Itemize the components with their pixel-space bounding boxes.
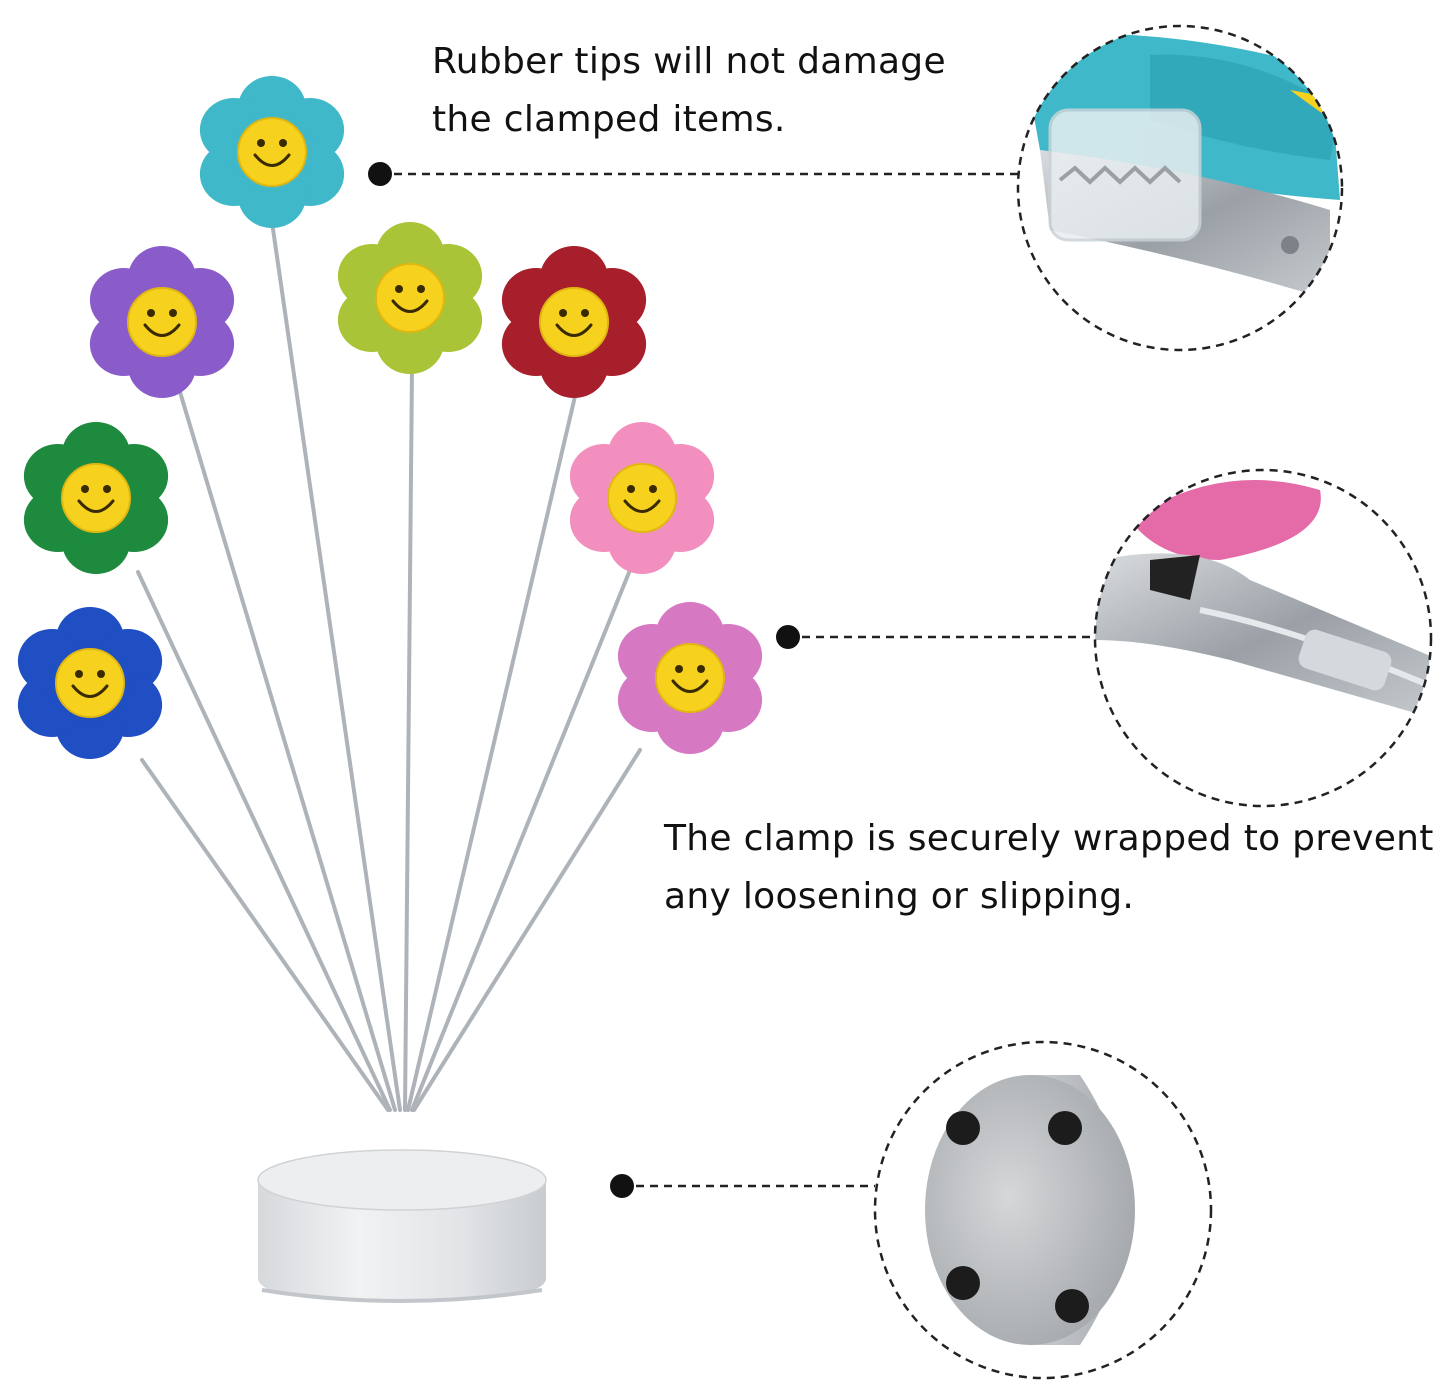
- smile: [555, 323, 593, 337]
- smile: [253, 153, 291, 167]
- smiley-face-icon: [607, 463, 677, 533]
- caption-clamp-wrapped-line1: The clamp is securely wrapped to prevent: [664, 818, 1434, 859]
- rubber-foot-2: [1048, 1111, 1082, 1145]
- eye: [675, 665, 683, 673]
- caption-rubber-tips: Rubber tips will not damage the clamped …: [432, 33, 946, 149]
- flower-blue: [17, 607, 163, 759]
- eye: [649, 485, 657, 493]
- smile: [143, 323, 181, 337]
- smiley-face-icon: [55, 648, 125, 718]
- caption-clamp-wrapped-line2: any loosening or slipping.: [664, 876, 1135, 917]
- smiley-face-icon: [375, 263, 445, 333]
- flower-magenta: [617, 602, 763, 754]
- stem-magenta: [412, 748, 642, 1112]
- flower-teal: [199, 76, 345, 228]
- detail-rubber-tips: [1016, 24, 1344, 352]
- flower-lime: [337, 222, 483, 374]
- eye: [417, 285, 425, 293]
- callout-dots: [368, 162, 800, 1198]
- rubber-foot-4: [1055, 1289, 1089, 1323]
- smile: [77, 499, 115, 513]
- caption-rubber-tips-line2: the clamped items.: [432, 99, 786, 140]
- flower-clips: [17, 76, 763, 759]
- stem-red: [406, 390, 578, 1112]
- flower-green: [23, 422, 169, 574]
- smile: [71, 684, 109, 698]
- callout-dot-1: [368, 162, 392, 186]
- eye: [75, 670, 83, 678]
- detail-wrapped-clamp: [1093, 468, 1433, 808]
- stem-lime: [403, 366, 414, 1112]
- stand-base: [257, 1149, 547, 1303]
- callout-leaders: [380, 172, 1095, 1188]
- callout-dot-2: [776, 625, 800, 649]
- callout-dot-3: [610, 1174, 634, 1198]
- stem-purple: [178, 390, 397, 1112]
- smiley-face-icon: [655, 643, 725, 713]
- stem-teal: [270, 220, 402, 1112]
- eye: [627, 485, 635, 493]
- smile: [671, 679, 709, 693]
- eye: [581, 309, 589, 317]
- caption-rubber-tips-line1: Rubber tips will not damage: [432, 41, 946, 82]
- eye: [257, 139, 265, 147]
- eye: [103, 485, 111, 493]
- rubber-foot-1: [946, 1111, 980, 1145]
- flower-purple: [89, 246, 235, 398]
- eye: [81, 485, 89, 493]
- smiley-face-icon: [237, 117, 307, 187]
- stem-pink: [410, 568, 632, 1112]
- smiley-face-icon: [127, 287, 197, 357]
- eye: [395, 285, 403, 293]
- caption-clamp-wrapped: The clamp is securely wrapped to prevent…: [664, 810, 1434, 926]
- eye: [279, 139, 287, 147]
- eye: [97, 670, 105, 678]
- smiley-face-icon: [539, 287, 609, 357]
- eye: [697, 665, 705, 673]
- eye: [147, 309, 155, 317]
- smiley-face-icon: [61, 463, 131, 533]
- flower-pink: [569, 422, 715, 574]
- rubber-foot-3: [946, 1266, 980, 1300]
- wire-stems: [136, 220, 642, 1112]
- eye: [169, 309, 177, 317]
- detail-base-feet: [873, 1040, 1213, 1380]
- stem-blue: [140, 758, 390, 1112]
- stem-green: [136, 570, 392, 1112]
- smile: [623, 499, 661, 513]
- flower-red: [501, 246, 647, 398]
- eye: [559, 309, 567, 317]
- smile: [391, 299, 429, 313]
